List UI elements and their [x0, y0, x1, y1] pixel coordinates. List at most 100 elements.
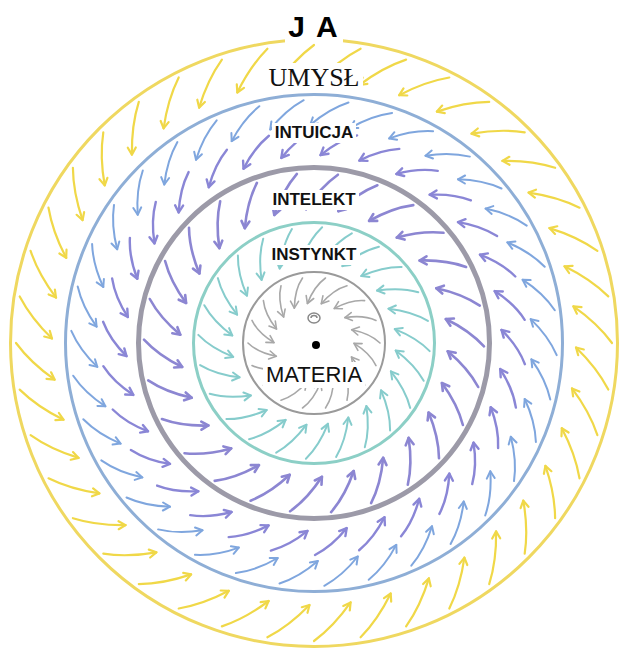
arrow-head: [223, 446, 231, 454]
arrow-head: [502, 157, 509, 165]
arrow-head: [261, 525, 269, 532]
arrow-head: [112, 242, 120, 250]
swirl-arrow: [244, 136, 269, 169]
arrow-head: [459, 502, 467, 509]
ring-label: INSTYNKT: [269, 245, 360, 265]
swirl-arrow: [222, 601, 269, 626]
swirl-arrow: [350, 113, 392, 128]
arrow-head: [89, 319, 96, 327]
swirl-arrow: [226, 410, 266, 419]
arrow-head: [97, 279, 104, 287]
arrow-head: [231, 546, 239, 554]
swirl-arrow: [290, 477, 322, 512]
ring-circle: MATERIA: [242, 271, 386, 415]
arrow-head: [572, 388, 579, 396]
arrow-head: [500, 369, 507, 377]
arrow-head: [523, 280, 531, 287]
swirl-arrow: [369, 205, 413, 221]
arrow-head: [487, 471, 495, 478]
arrow-head: [521, 501, 529, 509]
ring-label: MATERIA: [263, 362, 365, 388]
arrow-head: [344, 418, 352, 425]
swirl-arrow: [113, 205, 117, 249]
swirl-arrow: [321, 286, 347, 304]
arrow-head: [243, 161, 250, 169]
arrow-head: [321, 148, 329, 156]
arrow-head: [195, 528, 203, 536]
arrow-head: [175, 205, 183, 212]
swirl-arrow: [359, 517, 384, 550]
swirl-arrow: [251, 475, 290, 501]
swirl-arrow: [164, 142, 177, 185]
swirl-arrow: [150, 299, 181, 335]
swirl-arrow: [153, 202, 156, 244]
arrow-head: [257, 272, 265, 280]
arrow-head: [396, 351, 404, 358]
arrow-head: [259, 409, 267, 416]
arrow-head: [350, 557, 358, 565]
arrow-head: [420, 256, 427, 264]
arrow-head: [458, 176, 465, 184]
arrow-head: [131, 271, 139, 279]
arrow-head: [573, 306, 581, 313]
arrow-head: [428, 413, 435, 421]
arrow-head: [437, 106, 445, 114]
swirl-arrow: [525, 399, 536, 442]
arrow-head: [348, 471, 356, 479]
ring-circle: UMYSŁINTUICJAINTELEKTINSTYNKTMATERIA: [9, 38, 619, 648]
swirl-arrow: [377, 289, 418, 292]
arrow-head: [364, 406, 372, 414]
swirl-arrow: [103, 552, 156, 555]
swirl-arrow: [334, 300, 364, 308]
swirl-arrow: [20, 296, 52, 338]
arrow-head: [191, 488, 198, 496]
swirl-arrow: [113, 410, 148, 432]
arrow-head: [310, 561, 318, 569]
swirl-arrow: [195, 548, 239, 555]
arrow-head: [269, 321, 277, 329]
arrow-head: [150, 236, 158, 244]
swirl-arrow: [359, 149, 399, 161]
swirl-arrow: [352, 330, 380, 343]
swirl-arrow: [359, 60, 406, 85]
arrow-head: [426, 151, 434, 159]
swirl-arrow: [102, 132, 105, 185]
arrow-head: [266, 336, 274, 343]
arrow-head: [184, 393, 192, 401]
arrow-head: [472, 129, 480, 137]
swirl-arrow: [103, 366, 133, 395]
swirl-arrow: [549, 228, 597, 251]
swirl-arrow: [399, 78, 449, 96]
ring-label: INTELEKT: [269, 190, 358, 210]
swirl-arrow: [451, 502, 464, 545]
circle-outline: [242, 271, 386, 415]
arrow-head: [406, 438, 414, 446]
arrow-head: [502, 330, 510, 338]
swirl-arrow: [78, 287, 97, 327]
arrow-head: [436, 286, 444, 294]
swirl-arrow: [190, 512, 231, 516]
swirl-arrow: [148, 380, 192, 397]
swirl-arrow: [198, 335, 233, 357]
arrow-head: [179, 295, 186, 303]
arrow-head: [299, 425, 306, 433]
swirl-arrow: [389, 309, 428, 321]
swirl-arrow: [131, 450, 170, 464]
arrow-head: [128, 148, 136, 155]
arrow-head: [59, 250, 66, 258]
swirl-arrow: [237, 49, 267, 93]
swirl-arrow: [249, 420, 286, 439]
swirl-arrow: [396, 170, 437, 174]
swirl-arrow: [408, 438, 411, 485]
arrow-head: [359, 154, 367, 161]
swirl-arrow: [179, 591, 229, 609]
arrow-head: [430, 190, 437, 198]
swirl-arrow: [529, 193, 580, 208]
swirl-arrow: [336, 418, 348, 457]
swirl-arrow: [448, 351, 479, 387]
swirl-arrow: [71, 331, 97, 367]
swirl-arrow: [101, 460, 142, 477]
arrow-head: [380, 390, 387, 398]
arrow-head: [492, 531, 500, 538]
